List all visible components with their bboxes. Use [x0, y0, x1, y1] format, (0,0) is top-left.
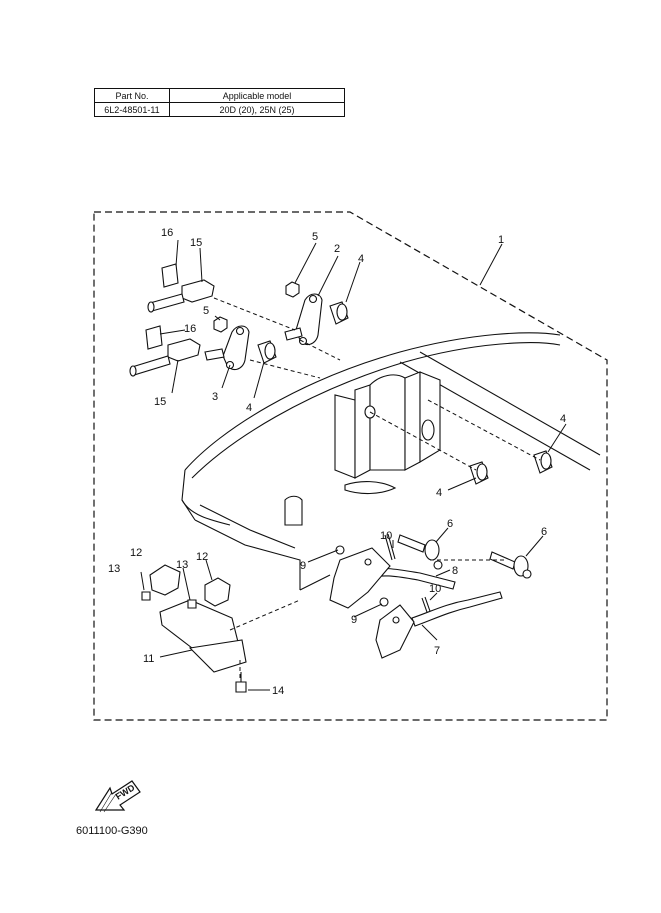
- parts-table: Part No. Applicable model 6L2-48501-11 2…: [94, 88, 345, 117]
- callout-13b: 13: [176, 559, 188, 571]
- callout-10b: 10: [429, 583, 441, 595]
- bolt-14: [235, 672, 247, 693]
- drawing-code: 6011100-G390: [76, 825, 148, 837]
- link-joint-lower: [489, 551, 532, 579]
- cell-applicable-model: 20D (20), 25N (25): [169, 102, 345, 117]
- callout-6a: 6: [447, 518, 453, 530]
- bracket-3: [204, 325, 250, 371]
- pin-13-right: [187, 599, 197, 609]
- callout-4c: 4: [560, 413, 566, 425]
- cable-clips: [129, 263, 215, 377]
- clip-12-left: [149, 564, 181, 596]
- callout-16a: 16: [161, 227, 173, 239]
- clip-lower: [129, 325, 201, 377]
- bracket-2: [284, 293, 323, 346]
- callout-11: 11: [143, 653, 154, 665]
- callout-7: 7: [434, 645, 440, 657]
- fwd-arrow-icon: FWD: [94, 780, 141, 813]
- washer-upper: [335, 545, 345, 555]
- lever-plate-lower: [375, 604, 415, 659]
- bracket-posts: [284, 371, 441, 526]
- grommet-right: [533, 450, 553, 474]
- callout-12b: 12: [196, 551, 208, 563]
- callout-8: 8: [452, 565, 458, 577]
- callout-4a: 4: [358, 253, 364, 265]
- callout-4d: 4: [436, 487, 442, 499]
- callout-12a: 12: [130, 547, 142, 559]
- callout-15b: 15: [154, 396, 166, 408]
- parts-table-header: Part No. Applicable model: [94, 88, 345, 103]
- callout-9a: 9: [300, 560, 306, 572]
- callout-6b: 6: [541, 526, 547, 538]
- callout-1: 1: [498, 234, 504, 246]
- assembly-boundary: [93, 211, 608, 721]
- callout-10a: 10: [380, 530, 392, 542]
- clip-pin-upper: [384, 533, 396, 561]
- grommet-parts: [257, 301, 553, 485]
- bracket-parts: [204, 293, 323, 371]
- callout-5b: 5: [203, 305, 209, 317]
- table-row: 6L2-48501-11 20D (20), 25N (25): [94, 102, 345, 117]
- callout-3: 3: [212, 391, 218, 403]
- grommet-lower: [469, 461, 489, 485]
- grommet-upper: [329, 301, 349, 325]
- nut-parts: [213, 281, 300, 333]
- callout-5a: 5: [312, 231, 318, 243]
- lever-7: [411, 591, 503, 627]
- link-joint-upper: [397, 534, 443, 570]
- lever-plate-upper: [329, 547, 391, 609]
- nut-lower: [213, 316, 228, 333]
- lever-parts: [329, 545, 503, 659]
- harness-bracket: [141, 564, 247, 693]
- callout-4b: 4: [246, 402, 252, 414]
- callout-2: 2: [334, 243, 340, 255]
- shift-linkage-parts: [384, 533, 532, 616]
- leader-lines: [140, 239, 567, 691]
- callout-14: 14: [272, 685, 284, 697]
- callout-16b: 16: [184, 323, 196, 335]
- clip-12-right: [204, 577, 231, 607]
- grommet-middle: [257, 340, 277, 364]
- nut-upper: [285, 281, 300, 298]
- callout-13a: 13: [108, 563, 120, 575]
- cell-part-no: 6L2-48501-11: [94, 102, 170, 117]
- pin-13-left: [141, 591, 151, 601]
- callout-15a: 15: [190, 237, 202, 249]
- clip-upper: [147, 263, 215, 313]
- callout-9b: 9: [351, 614, 357, 626]
- callout-labels: 1 2 3 4 4 4 4 5 5 6 6 7 8 9 9 10 10 11 1…: [108, 227, 566, 697]
